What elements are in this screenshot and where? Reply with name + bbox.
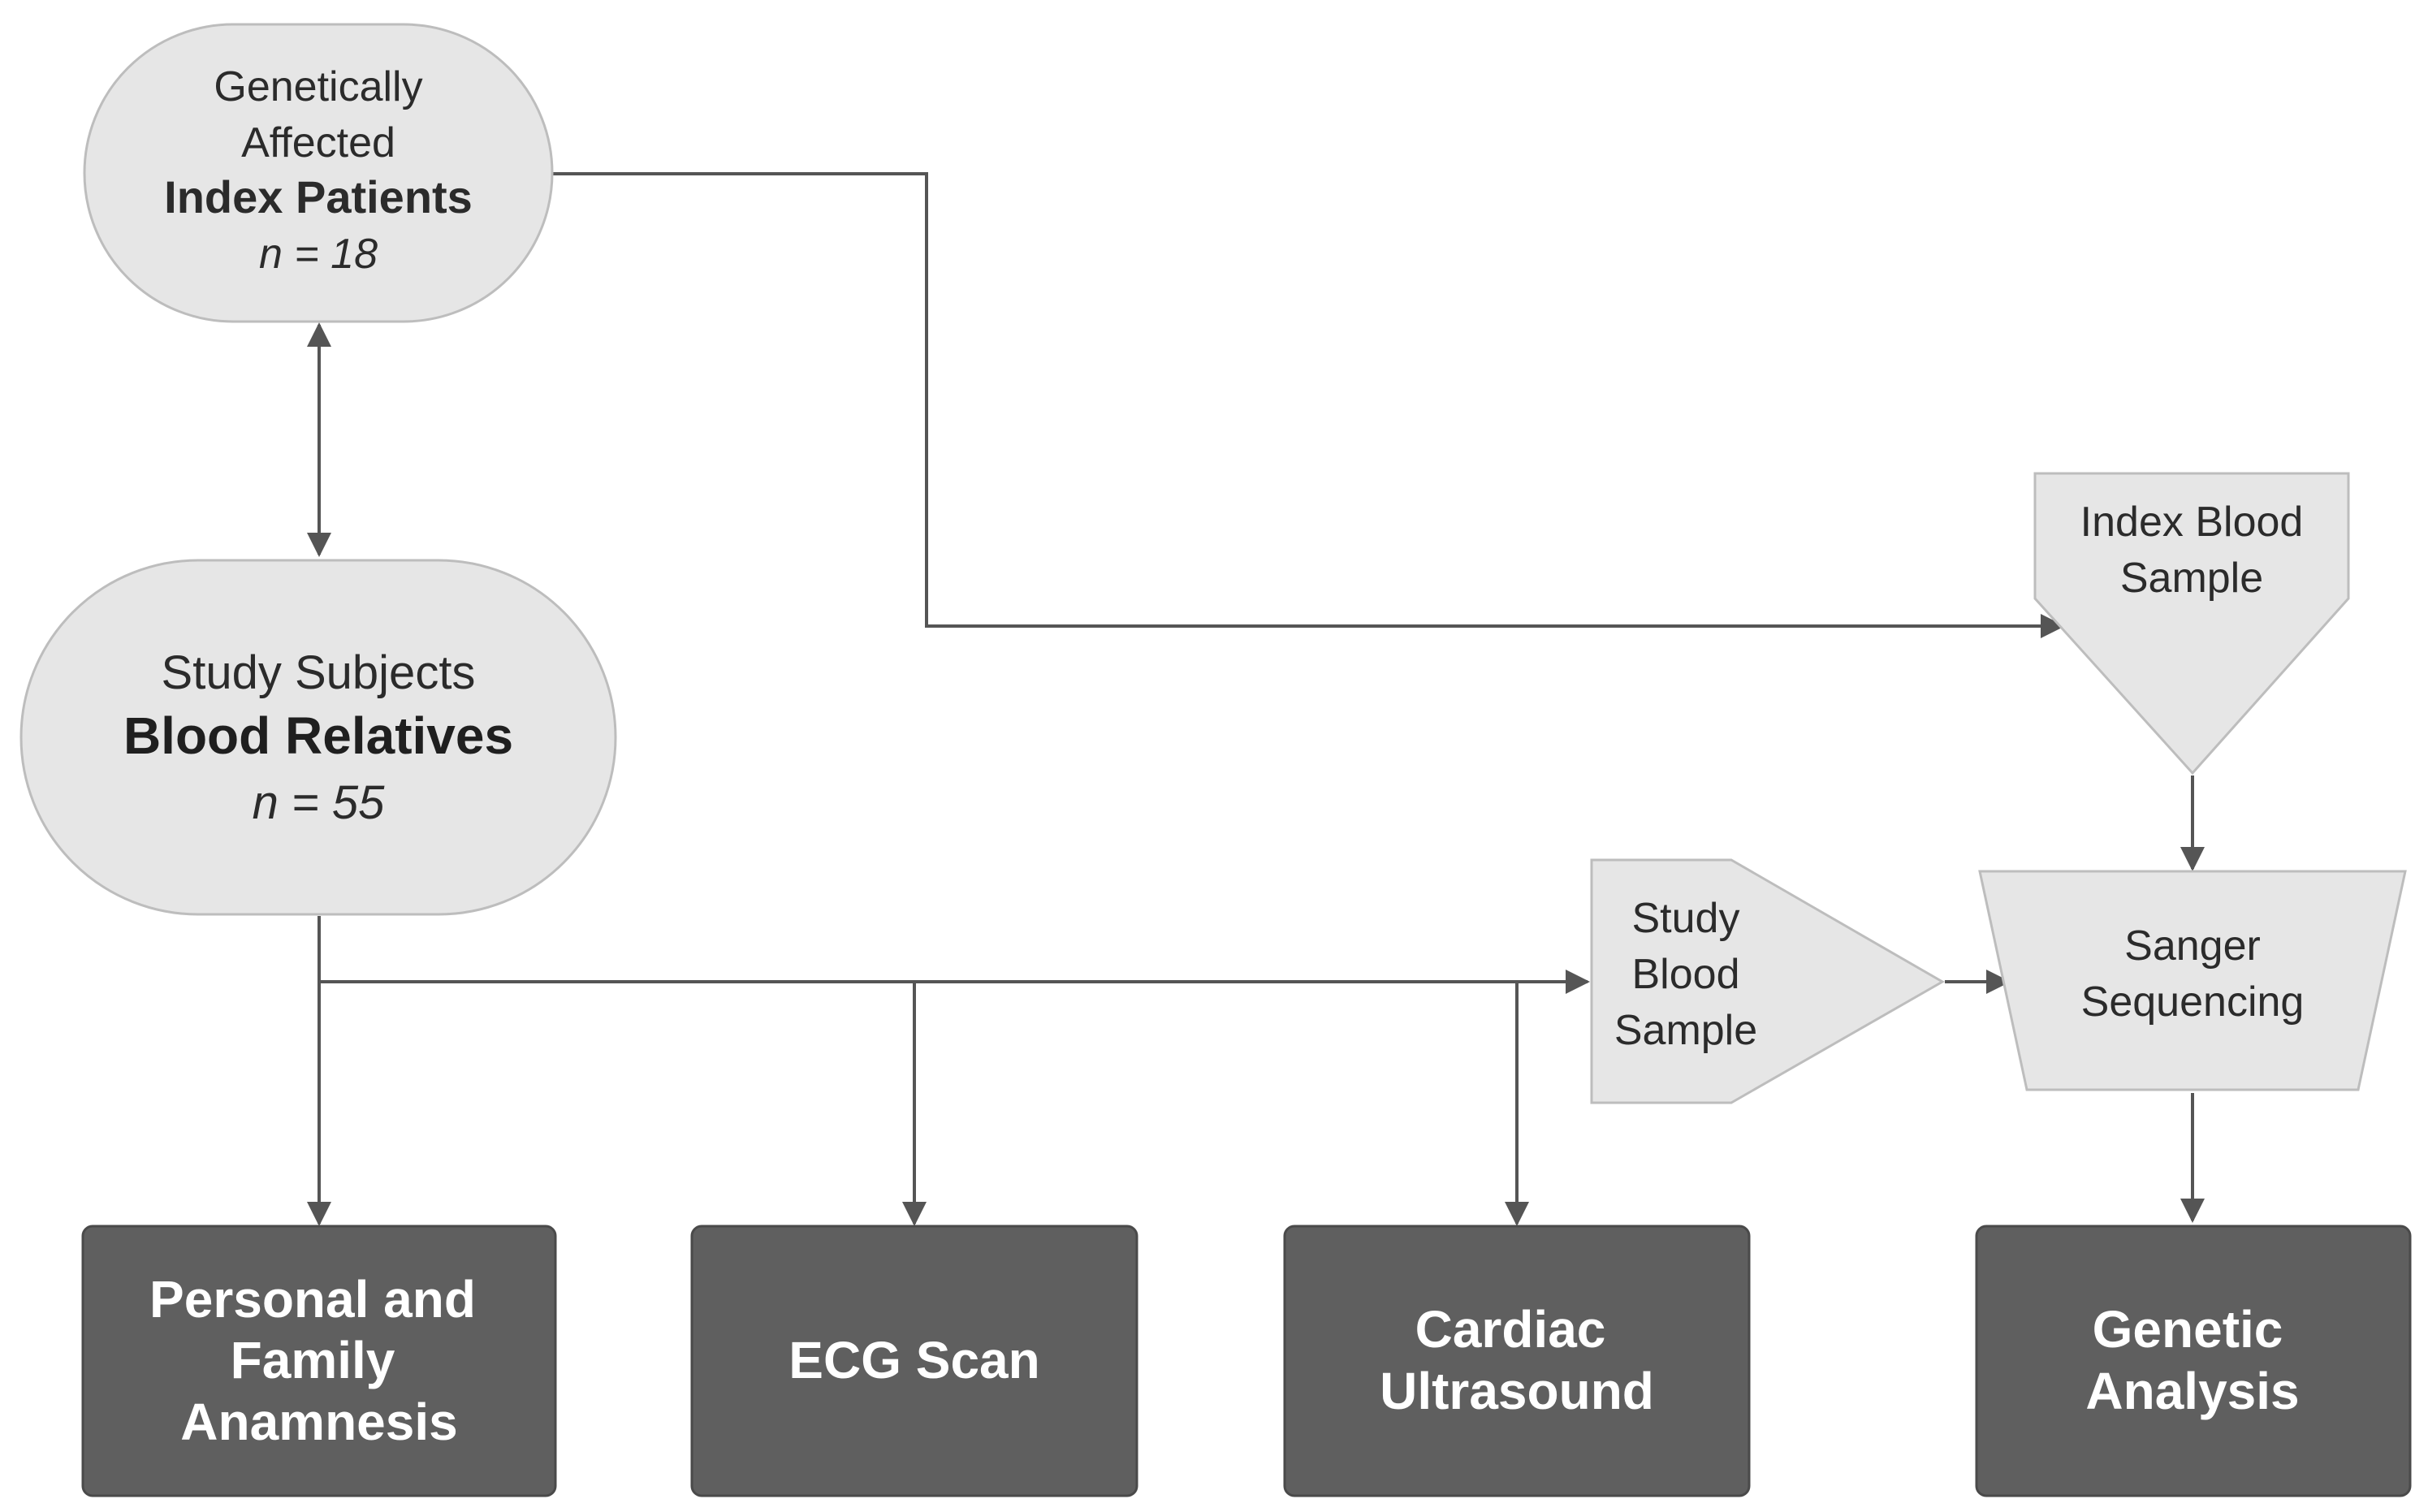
index-patients-line1: Genetically — [214, 63, 422, 110]
anamnesis-line2: Family — [231, 1331, 395, 1389]
index-blood-sample-node: Index Blood Sample — [2033, 472, 2350, 775]
sanger-sequencing-line2: Sequencing — [2081, 978, 2305, 1026]
ultrasound-line1: Cardiac — [1415, 1300, 1606, 1359]
outcome-ultrasound-box: Cardiac Ultrasound — [1283, 1225, 1751, 1497]
ecg-line1: ECG Scan — [788, 1331, 1039, 1389]
blood-relatives-count: n = 55 — [253, 776, 386, 829]
blood-relatives-line1: Study Subjects — [162, 646, 476, 699]
index-patients-title: Index Patients — [164, 171, 473, 222]
anamnesis-line1: Personal and — [149, 1270, 476, 1328]
blood-relatives-title: Blood Relatives — [123, 706, 513, 765]
blood-relatives-node: Study Subjects Blood Relatives n = 55 — [19, 559, 617, 916]
outcome-ecg-box: ECG Scan — [690, 1225, 1138, 1497]
study-blood-sample-line2: Blood — [1632, 951, 1740, 998]
index-patients-line2: Affected — [241, 119, 395, 166]
anamnesis-line3: Anamnesis — [180, 1393, 457, 1451]
index-blood-sample-line2: Sample — [2120, 555, 2263, 602]
index-patients-count: n = 18 — [259, 231, 378, 278]
index-to-index-sample-arrow — [552, 172, 2065, 638]
study-blood-sample-line1: Study — [1632, 895, 1740, 942]
study-blood-sample-line3: Sample — [1614, 1007, 1757, 1054]
genetic-line1: Genetic — [2093, 1300, 2283, 1359]
connectors — [307, 172, 2205, 1226]
sanger-sequencing-line1: Sanger — [2124, 922, 2261, 970]
relatives-to-study-sample-arrow — [318, 916, 1590, 994]
index-patients-node: Genetically Affected Index Patients n = … — [83, 23, 554, 323]
study-blood-sample-node: Study Blood Sample — [1590, 858, 1946, 1104]
outcome-anamnesis-box: Personal and Family Anamnesis — [81, 1225, 557, 1497]
sanger-sequencing-node: Sanger Sequencing — [1978, 870, 2407, 1091]
genetic-line2: Analysis — [2085, 1362, 2299, 1420]
ultrasound-line2: Ultrasound — [1380, 1362, 1654, 1420]
outcome-genetic-box: Genetic Analysis — [1975, 1225, 2412, 1497]
index-blood-sample-line1: Index Blood — [2080, 499, 2304, 546]
